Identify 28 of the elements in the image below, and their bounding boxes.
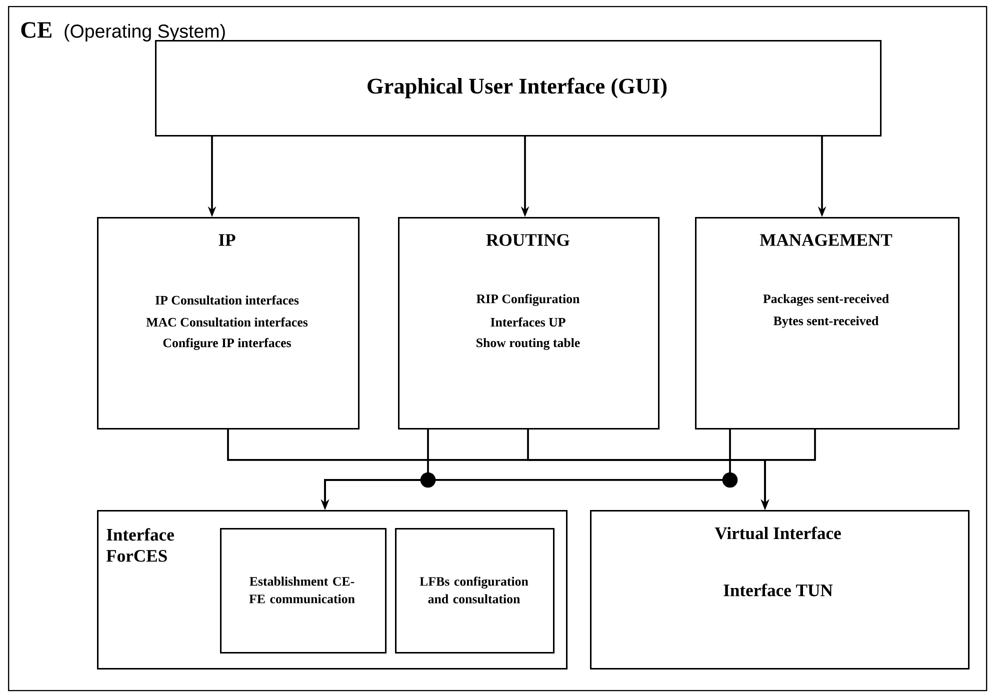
process-box [155, 40, 882, 137]
frame [8, 6, 988, 692]
item-text: RIP Configuration [476, 294, 580, 306]
sub-box [395, 528, 555, 654]
subtitle: (Operating System) [64, 24, 225, 42]
box-heading: Virtual Interface [714, 526, 841, 540]
item-text: Bytes sent-received [774, 316, 879, 328]
box-heading: ROUTING [486, 234, 570, 246]
item-text: IP Consultation interfaces [156, 295, 299, 305]
item-text: MAC Consultation interfaces [146, 317, 308, 327]
item-text: Interfaces UP [490, 317, 566, 327]
box-text: LFBs configuration and consultation [420, 576, 528, 604]
item-text: Packages sent-received [763, 294, 889, 306]
box-heading: IP [218, 234, 236, 246]
process-box [398, 217, 660, 430]
process-box [97, 510, 568, 670]
process-box [97, 217, 360, 430]
sub-box [220, 528, 387, 654]
item-text: Configure IP interfaces [163, 338, 291, 350]
box-text: Establishment CE-FE communication [249, 576, 355, 604]
heading: CE [21, 22, 52, 38]
process-box [590, 510, 970, 670]
box-text: Interface TUN [724, 584, 833, 596]
process-box [695, 217, 960, 430]
item-text: Show routing table [476, 338, 580, 350]
box-title: Graphical User Interface (GUI) [368, 78, 667, 98]
box-heading: Interface ForCES [106, 528, 174, 562]
box-heading: MANAGEMENT [760, 234, 892, 246]
